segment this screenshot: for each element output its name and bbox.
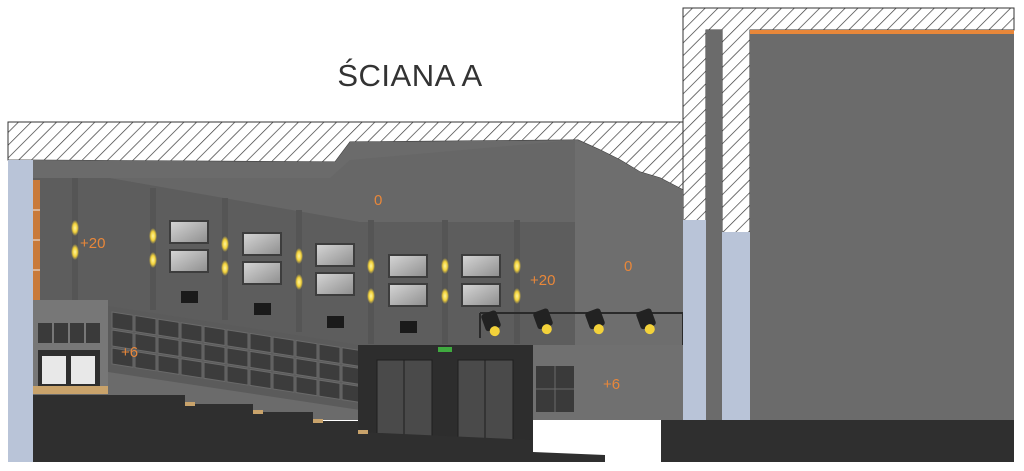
left-blue-column — [8, 160, 33, 462]
seating-grid-cell — [249, 350, 272, 372]
floor-stairs — [33, 395, 605, 462]
seating-grid-cell — [157, 354, 180, 375]
seating-grid-cell — [318, 379, 341, 400]
right-blue-column-a — [683, 220, 706, 420]
seating-grid-cell — [249, 332, 272, 354]
seating-grid-cell — [157, 318, 180, 339]
seating-grid — [111, 311, 364, 404]
seating-grid-cell — [318, 361, 341, 382]
pilasters — [72, 178, 520, 344]
drawing-title: ŚCIANA A — [337, 58, 483, 93]
level-label-middle-right: +6 — [603, 376, 620, 393]
seating-grid-cell — [272, 336, 295, 357]
upper-stair-wall — [33, 178, 575, 345]
seating-grid-cell — [295, 339, 318, 361]
seating-grid-cell — [134, 314, 157, 336]
right-plain-panel — [575, 140, 683, 345]
seating-grid-cell — [203, 325, 226, 347]
seating-grid-cell — [180, 340, 203, 361]
level-label-upper-right: +20 — [530, 272, 555, 289]
lower-left-grilles — [38, 323, 100, 343]
level-label-top-center: 0 — [374, 192, 382, 209]
seating-grid-cell — [203, 343, 226, 365]
seating-grid-cell — [249, 368, 272, 390]
seating-grid-cell — [111, 329, 134, 350]
wall-lights — [71, 220, 521, 304]
right-blue-column-b — [722, 232, 750, 420]
seating-grid-cell — [295, 357, 318, 379]
seating-grid-cell — [226, 329, 249, 350]
seating-grid-cell — [272, 354, 295, 375]
right-orange-strip — [750, 30, 1014, 34]
top-slope-panel — [110, 140, 575, 222]
exit-sign — [438, 347, 452, 352]
seating-grid-cell — [157, 336, 180, 357]
seating-grid-cell — [134, 332, 157, 354]
seating-grid-cell — [180, 322, 203, 343]
seating-grid-cell — [272, 372, 295, 393]
seating-grid-cell — [111, 311, 134, 332]
seating-grid-cell — [180, 358, 203, 379]
seating-grid-cell — [226, 365, 249, 386]
right-big-panel — [750, 30, 1014, 422]
seating-grid-cell — [111, 347, 134, 368]
seating-grid-cell — [134, 350, 157, 372]
right-floor — [661, 420, 1014, 462]
wall-plaques — [181, 291, 417, 333]
right-dark-column — [706, 30, 722, 420]
seating-grid-cell — [318, 343, 341, 364]
level-label-right-panel: 0 — [624, 258, 632, 275]
seating-grid-cell — [203, 361, 226, 383]
track-spotlights — [479, 308, 684, 345]
level-label-middle-left: +6 — [121, 344, 138, 361]
level-label-upper-left: +20 — [80, 235, 105, 252]
wall-frames — [169, 220, 501, 307]
stair-nosings — [185, 402, 368, 434]
seating-grid-cell — [295, 375, 318, 397]
seating-grid-cell — [226, 347, 249, 368]
